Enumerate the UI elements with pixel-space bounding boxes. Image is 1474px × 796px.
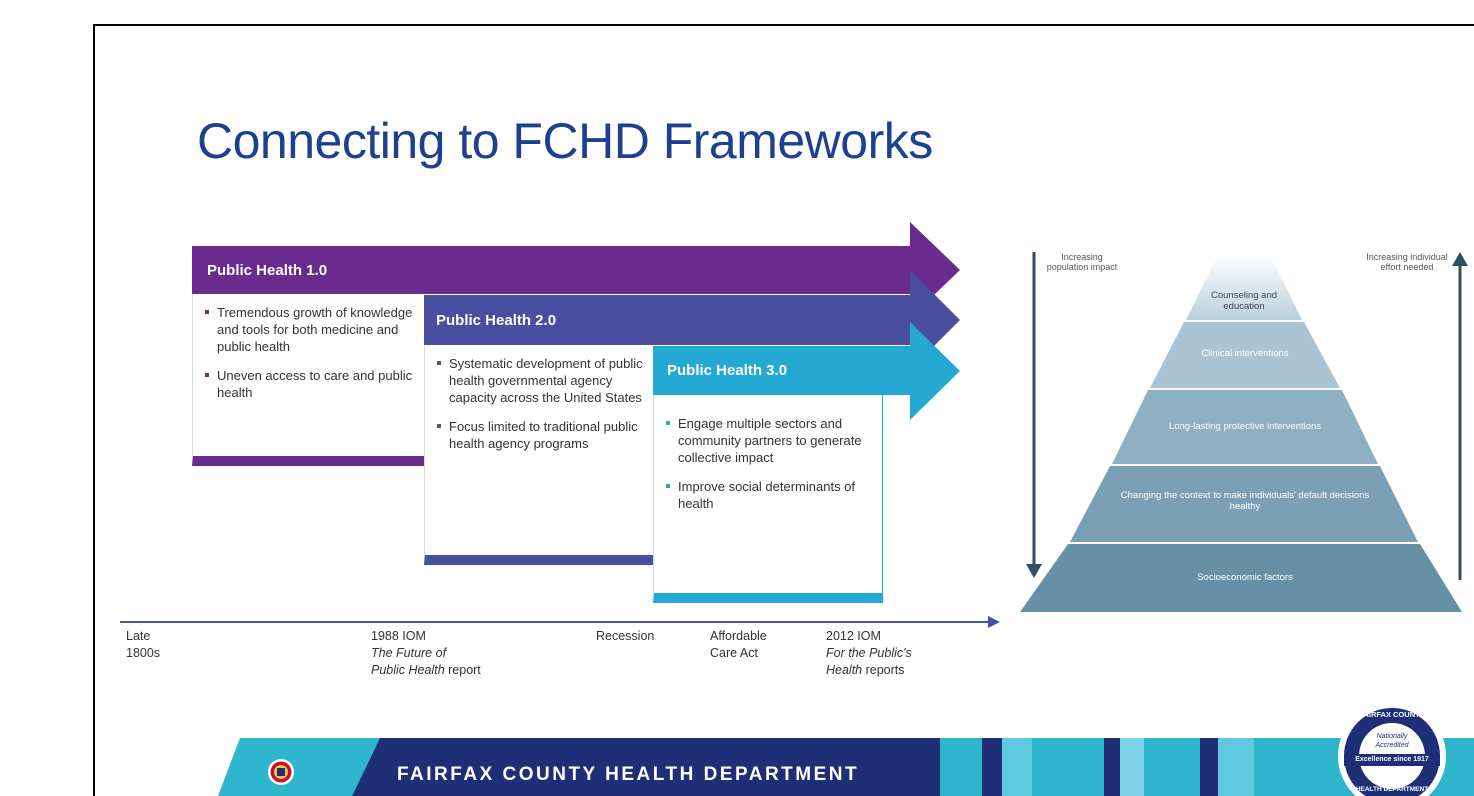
pyramid-label-protective: Long-lasting protective interventions [1168,421,1322,432]
bullet-icon [666,484,670,488]
pyramid-tier-4 [1070,466,1418,542]
phase-2-box: Systematic development of public health … [424,345,653,565]
pyramid-label-context: Changing the context to make individuals… [1120,490,1370,512]
seal-bottom-text: HEALTH DEPARTMENT [1355,786,1429,793]
bullet-icon [666,421,670,425]
bullet-icon [205,310,209,314]
seal-mid-text-1: Nationally [1376,733,1408,740]
bullet-icon [437,361,441,365]
accreditation-seal: FAIRFAX COUNTY Nationally Accredited Exc… [1336,700,1448,796]
left-axis-label: Increasing population impact [1046,252,1118,272]
phase-3-arrow [653,322,960,420]
list-item: Focus limited to traditional public heal… [437,418,643,452]
pyramid-tier-2 [1150,322,1340,388]
right-axis-label: Increasing individual effort needed [1366,252,1448,272]
pyramid-label-counseling: Counseling and education [1210,290,1278,312]
seal-band-text: Excellence since 1917 [1355,756,1429,763]
county-seal-icon [268,759,294,785]
right-axis-arrowhead [1452,252,1468,266]
footer-band [218,738,1474,796]
phase-3-box: Engage multiple sectors and community pa… [653,395,883,603]
phase-1-title: Public Health 1.0 [207,262,328,279]
list-item: Uneven access to care and public health [205,367,414,401]
pyramid-label-clinical: Clinical interventions [1201,348,1289,359]
page-title: Connecting to FCHD Frameworks [197,113,933,169]
phase-2-title: Public Health 2.0 [436,312,557,329]
pyramid-tier-1b [1186,255,1302,320]
left-axis-arrowhead [1026,564,1042,578]
seal-top-text: FAIRFAX COUNTY [1359,710,1425,719]
bullet-icon [205,373,209,377]
list-item: Engage multiple sectors and community pa… [666,415,872,466]
seal-mid-text-2: Accredited [1375,742,1409,749]
timeline-arrowhead [988,616,1000,628]
phase-3-title: Public Health 3.0 [667,362,788,379]
list-item: Systematic development of public health … [437,355,643,406]
list-item: Tremendous growth of knowledge and tools… [205,304,414,355]
timeline-label: Recession [596,629,655,643]
bullet-icon [437,424,441,428]
phase-1-box: Tremendous growth of knowledge and tools… [192,294,424,466]
pyramid-tier-5 [1020,544,1462,612]
pyramid-tier-3 [1112,390,1378,464]
org-name: FAIRFAX COUNTY HEALTH DEPARTMENT [397,764,860,785]
list-item: Improve social determinants of health [666,478,872,512]
pyramid-label-socioeconomic: Socioeconomic factors [1197,572,1293,583]
